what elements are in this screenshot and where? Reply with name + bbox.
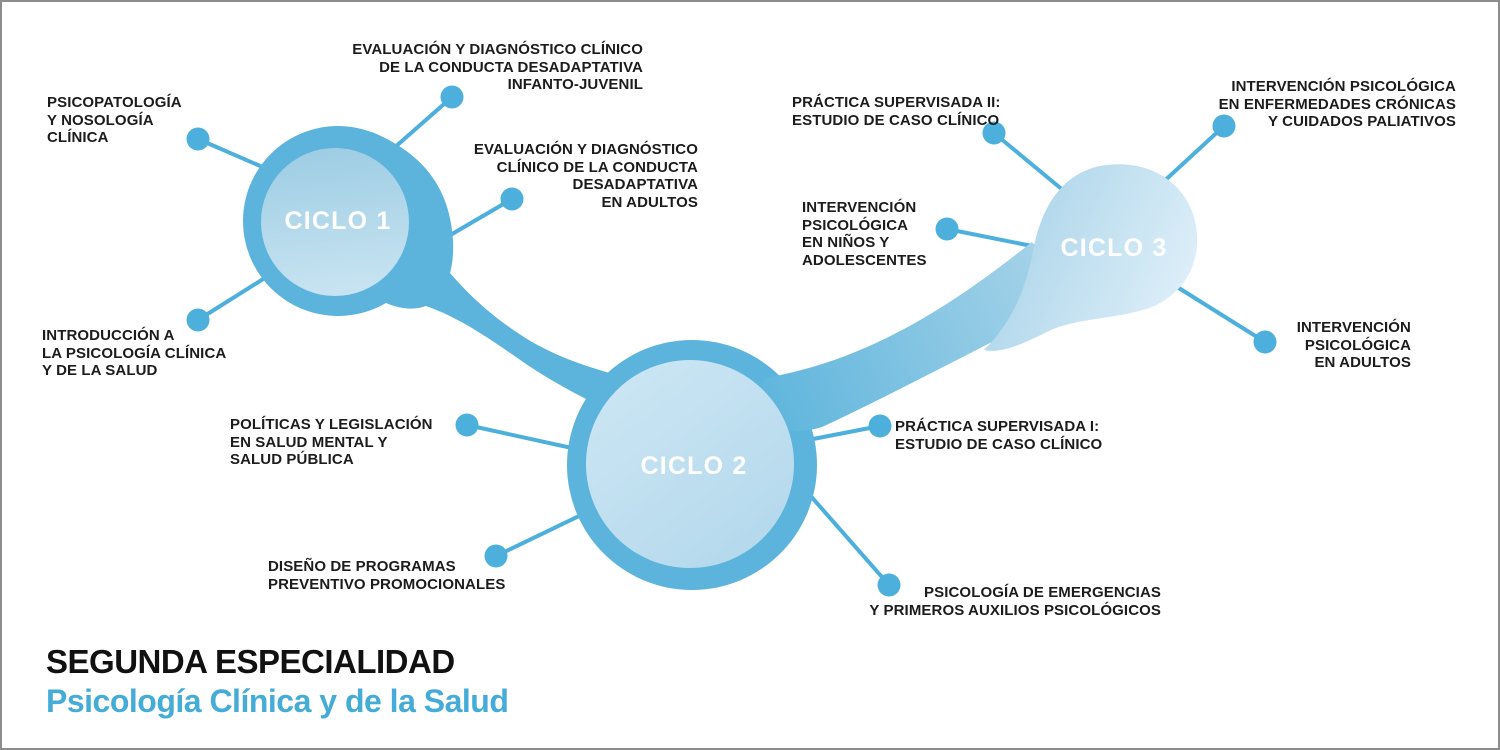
title-block: SEGUNDA ESPECIALIDAD Psicología Clínica … — [46, 643, 509, 720]
line-emergencias — [806, 491, 891, 587]
dot-politicas — [455, 413, 479, 437]
course-label-emergencias: PSICOLOGÍA DE EMERGENCIAS Y PRIMEROS AUX… — [869, 584, 1161, 619]
course-label-diseno: DISEÑO DE PROGRAMAS PREVENTIVO PROMOCION… — [268, 558, 506, 593]
course-label-eval-adultos: EVALUACIÓN Y DIAGNÓSTICO CLÍNICO DE LA C… — [473, 141, 698, 211]
page-subtitle: Psicología Clínica y de la Salud — [46, 683, 509, 719]
ciclo-2-inner-circle — [586, 360, 794, 568]
dot-intervencion-adultos — [1253, 330, 1277, 354]
dot-diseno — [484, 544, 508, 568]
connector-ciclo2-ciclo3 — [753, 242, 1074, 432]
ciclo-1-label: CICLO 1 — [284, 207, 391, 235]
course-label-enfermedades-cronicas: INTERVENCIÓN PSICOLÓGICA EN ENFERMEDADES… — [1218, 78, 1456, 130]
dot-psicopatologia — [186, 127, 210, 151]
dot-ninos-adolescentes — [935, 217, 959, 241]
ciclo-1-inner-circle — [261, 148, 409, 296]
line-enfermedades-cronicas — [1158, 124, 1226, 187]
line-introduccion — [196, 274, 270, 322]
dot-eval-infanto-juvenil — [440, 85, 464, 109]
dot-enfermedades-cronicas — [1212, 114, 1236, 138]
ciclo-3-blob — [984, 164, 1198, 351]
dot-practica-2 — [982, 121, 1006, 145]
course-label-intervencion-adultos: INTERVENCIÓN PSICOLÓGICA EN ADULTOS — [1296, 319, 1411, 371]
course-label-practica-1: PRÁCTICA SUPERVISADA I: ESTUDIO DE CASO … — [895, 418, 1103, 453]
page-title: SEGUNDA ESPECIALIDAD — [46, 643, 455, 680]
course-connector-dots — [186, 85, 1277, 597]
course-label-ninos-adolescentes: INTERVENCIÓN PSICOLÓGICA EN NIÑOS Y ADOL… — [802, 199, 927, 269]
dot-emergencias — [877, 573, 901, 597]
line-practica-2 — [992, 131, 1066, 193]
course-label-eval-infanto-juvenil: EVALUACIÓN Y DIAGNÓSTICO CLÍNICO DE LA C… — [352, 41, 643, 93]
line-eval-adultos — [445, 197, 514, 239]
line-intervencion-adultos — [1172, 283, 1267, 344]
dot-practica-1 — [868, 414, 892, 438]
ciclo-3-label: CICLO 3 — [1060, 234, 1167, 262]
line-eval-infanto-juvenil — [392, 95, 454, 150]
dot-eval-adultos — [500, 187, 524, 211]
course-label-psicopatologia: PSICOPATOLOGÍA Y NOSOLOGÍA CLÍNICA — [47, 94, 182, 146]
course-label-introduccion: INTRODUCCIÓN A LA PSICOLOGÍA CLÍNICA Y D… — [42, 327, 227, 379]
connector-ciclo1-ciclo2 — [420, 250, 644, 426]
course-label-politicas: POLÍTICAS Y LEGISLACIÓN EN SALUD MENTAL … — [230, 416, 433, 468]
line-practica-1 — [807, 424, 881, 442]
course-label-practica-2: PRÁCTICA SUPERVISADA II: ESTUDIO DE CASO… — [792, 94, 1001, 129]
dot-introduccion — [186, 308, 210, 332]
ciclo-2-label: CICLO 2 — [640, 452, 747, 480]
